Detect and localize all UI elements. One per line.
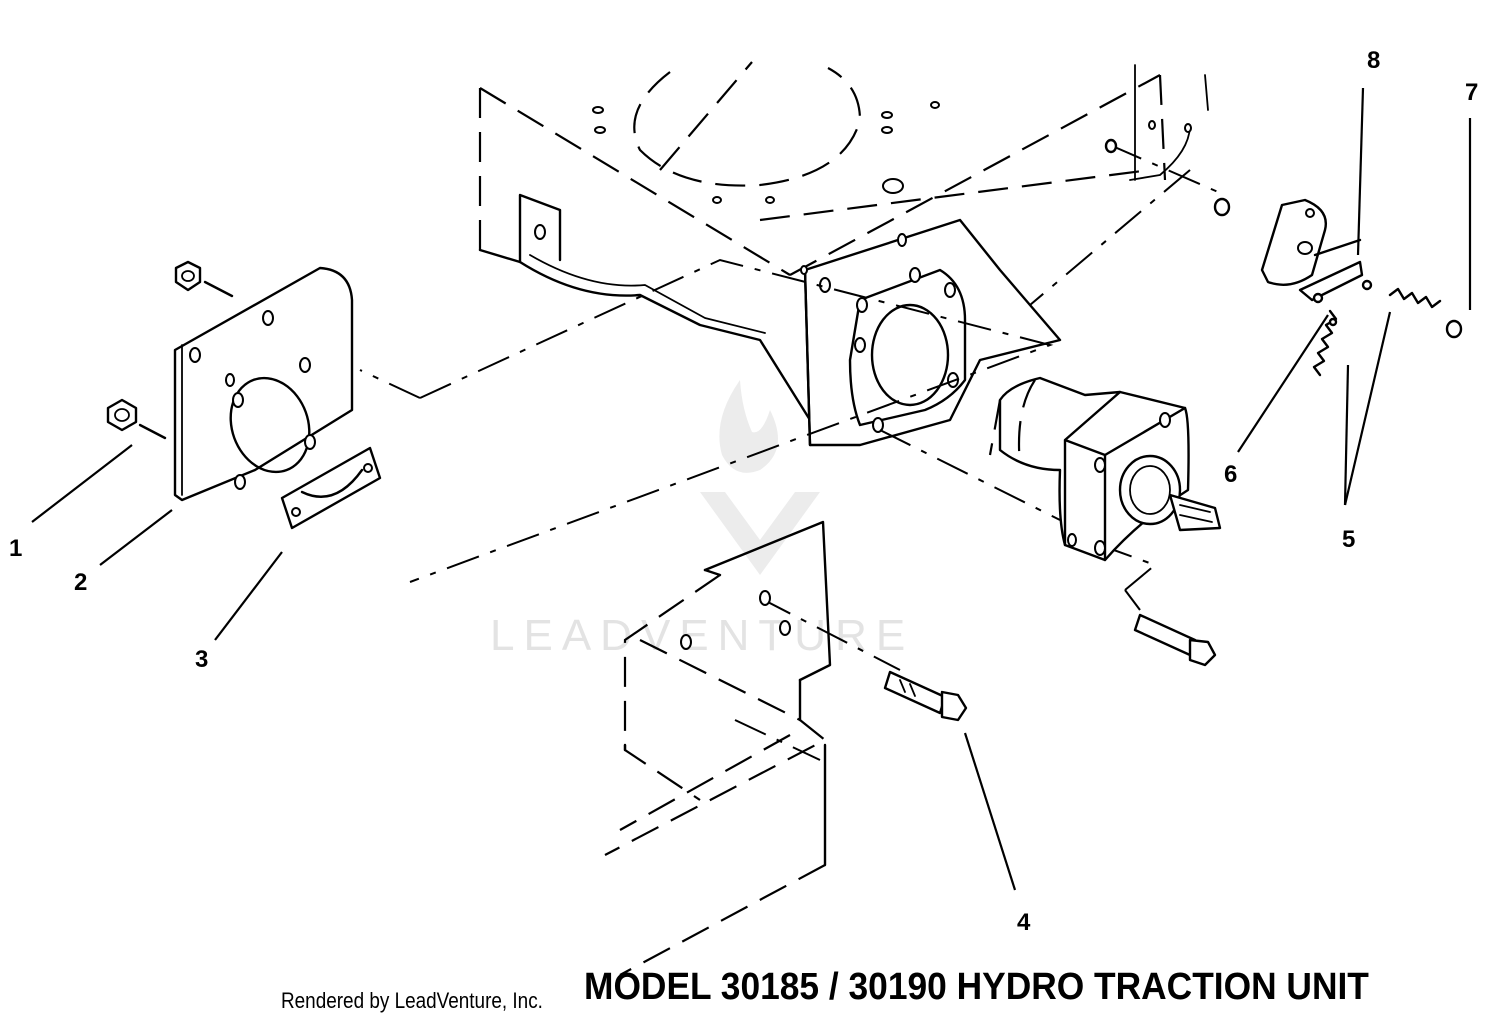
callout-5: 5 (1342, 526, 1355, 553)
chassis-frame (478, 61, 1209, 422)
footer-credit: Rendered by LeadVenture, Inc. (281, 988, 543, 1013)
watermark-text: LEADVENTURE (490, 611, 914, 660)
linkage-assembly (1104, 138, 1463, 377)
lower-bracket (604, 520, 832, 976)
callout-3: 3 (195, 646, 208, 673)
callout-1: 1 (9, 535, 22, 562)
leader-lines (31, 87, 1472, 891)
callout-6: 6 (1224, 461, 1237, 488)
motor-mount-housing (800, 218, 1062, 447)
part-3-gasket (280, 446, 382, 530)
diagram-title: MODEL 30185 / 30190 HYDRO TRACTION UNIT (584, 966, 1369, 1008)
callout-2: 2 (74, 569, 87, 596)
part-1-nuts (106, 260, 234, 440)
callout-7: 7 (1465, 79, 1478, 106)
callouts: 1 2 3 4 5 6 7 8 (9, 47, 1478, 936)
callout-4: 4 (1017, 909, 1031, 936)
hydro-motor (988, 376, 1222, 562)
part-2-plate (173, 266, 354, 502)
bolts (883, 613, 1217, 722)
assembly-lines (359, 144, 1226, 761)
watermark: LEADVENTURE (490, 380, 914, 660)
callout-8: 8 (1367, 47, 1380, 74)
